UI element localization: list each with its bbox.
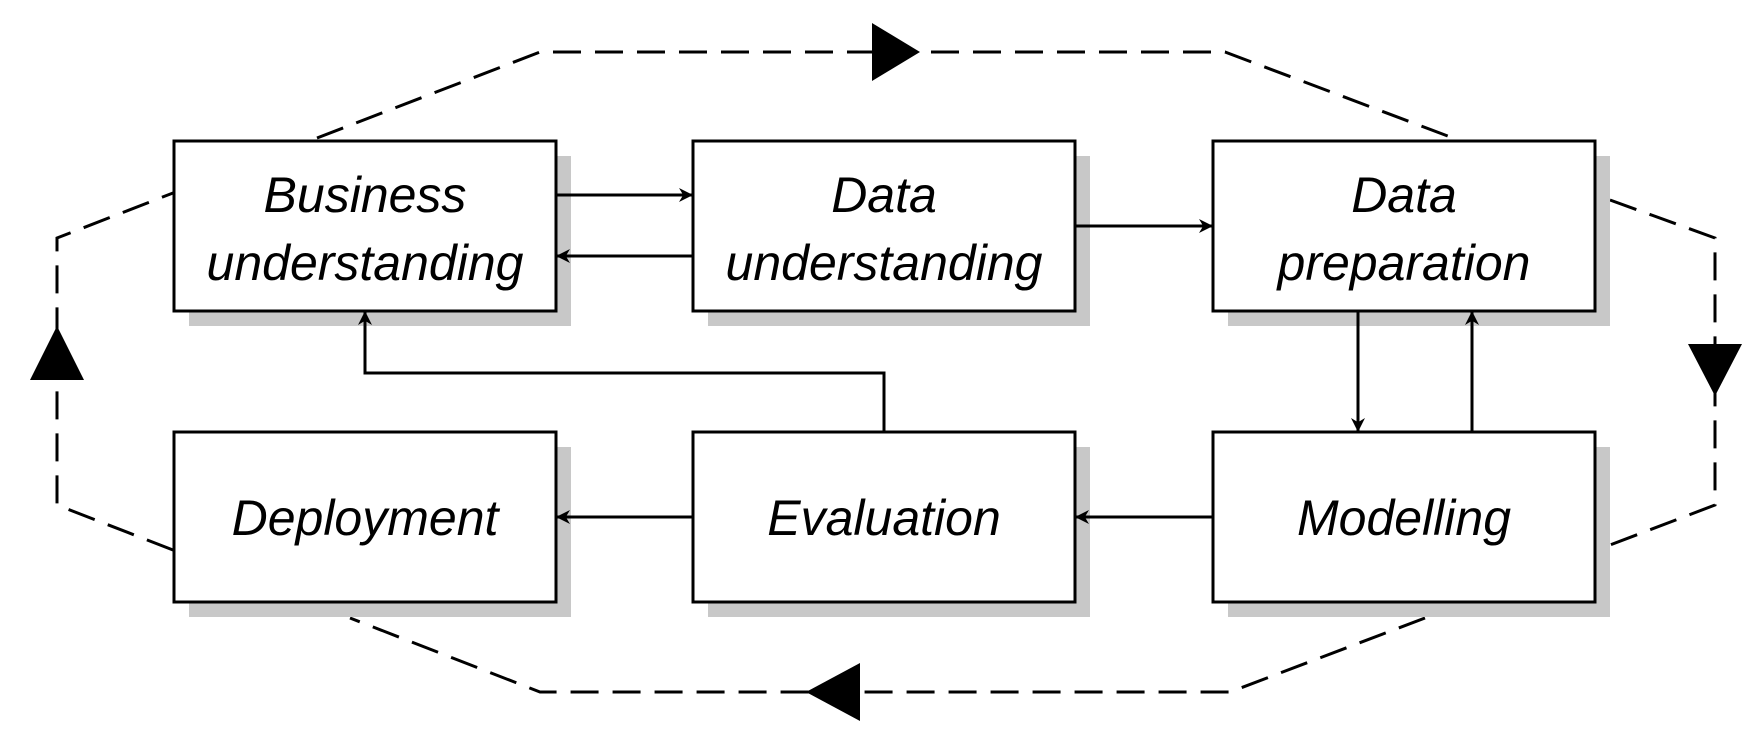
deployment-label: Deployment [232, 490, 501, 546]
data-preparation-label-line1: Data [1351, 167, 1457, 223]
business-understanding-label-line1: Business [264, 167, 467, 223]
outer-cycle [30, 23, 1742, 721]
arrow-evaluation-to-business [358, 311, 886, 432]
outer-cycle-right-path [1609, 198, 1717, 547]
data-preparation-box [1211, 139, 1597, 313]
outer-right-arrow-icon [1688, 344, 1742, 396]
outer-bottom-arrow-icon [806, 663, 860, 721]
outer-left-arrow-icon [30, 326, 84, 380]
step-boxes [172, 139, 1597, 604]
data-preparation-label-line2: preparation [1276, 235, 1531, 291]
modelling-label: Modelling [1297, 490, 1511, 546]
modelling-box [1211, 430, 1597, 604]
outer-top-arrow-icon [872, 23, 920, 81]
evaluation-label: Evaluation [767, 490, 1001, 546]
outer-cycle-bottom-path [349, 616, 1426, 694]
data-understanding-label-line1: Data [831, 167, 937, 223]
deployment-box [172, 430, 558, 604]
business-understanding-box [172, 139, 558, 313]
data-understanding-box [691, 139, 1077, 313]
step-labels: Business understanding Data understandin… [207, 167, 1531, 546]
inner-arrows [358, 188, 1479, 524]
data-understanding-label-line2: understanding [726, 235, 1043, 291]
business-understanding-label-line2: understanding [207, 235, 524, 291]
